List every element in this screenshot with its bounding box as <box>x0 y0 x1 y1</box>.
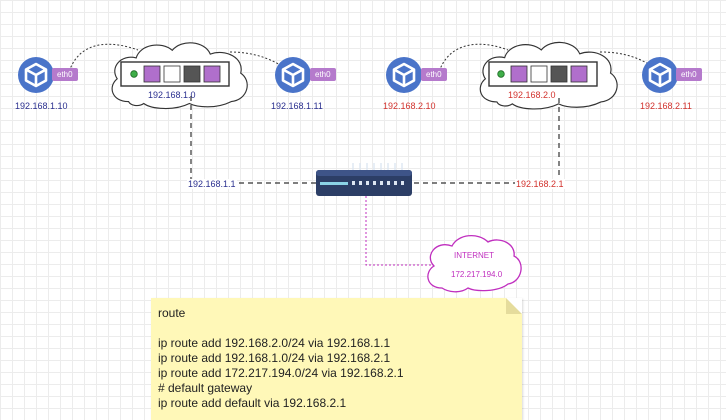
port <box>550 65 568 83</box>
host-icon <box>640 55 680 95</box>
status-led <box>497 70 505 78</box>
host-ip-label: 192.168.1.11 <box>271 101 323 111</box>
host-ip-label: 192.168.1.10 <box>15 101 68 111</box>
internet-network-label: 172.217.194.0 <box>451 270 503 279</box>
port <box>203 65 221 83</box>
network-label: 192.168.1.0 <box>148 90 196 100</box>
port <box>510 65 528 83</box>
subnet-switch <box>488 61 598 87</box>
host-icon <box>16 55 56 95</box>
note-line: ip route add 192.168.2.0/24 via 192.168.… <box>158 336 391 350</box>
router-port-label: 192.168.2.1 <box>515 179 565 189</box>
network-label: 192.168.2.0 <box>508 90 556 100</box>
note-line: route <box>158 306 186 320</box>
port <box>183 65 201 83</box>
internet-title: INTERNET <box>454 251 494 260</box>
iface-tag: eth0 <box>52 68 78 81</box>
note-fold <box>506 298 522 314</box>
routes-note: route ip route add 192.168.2.0/24 via 19… <box>151 298 522 420</box>
port <box>530 65 548 83</box>
iface-tag: eth0 <box>310 68 336 81</box>
internet-link <box>365 196 432 266</box>
port <box>143 65 161 83</box>
subnet-switch <box>120 61 230 87</box>
host-ip-label: 192.168.2.10 <box>383 101 436 111</box>
host-icon <box>384 55 424 95</box>
router-link-left <box>190 96 316 184</box>
link-host-to-switch-left <box>437 43 509 76</box>
host-icon <box>273 55 313 95</box>
status-led <box>130 70 138 78</box>
router-port-label: 192.168.1.1 <box>187 179 237 189</box>
port <box>570 65 588 83</box>
link-host-to-switch-left <box>67 43 139 76</box>
iface-tag: eth0 <box>676 68 702 81</box>
port <box>163 65 181 83</box>
iface-tag: eth0 <box>421 68 447 81</box>
router-icon <box>316 163 412 196</box>
note-line: ip route add default via 192.168.2.1 <box>158 396 347 410</box>
host-ip-label: 192.168.2.11 <box>640 101 692 111</box>
note-line: ip route add 172.217.194.0/24 via 192.16… <box>158 366 404 380</box>
note-line: ip route add 192.168.1.0/24 via 192.168.… <box>158 351 391 365</box>
note-line: # default gateway <box>158 381 253 395</box>
internet-cloud <box>427 235 522 293</box>
